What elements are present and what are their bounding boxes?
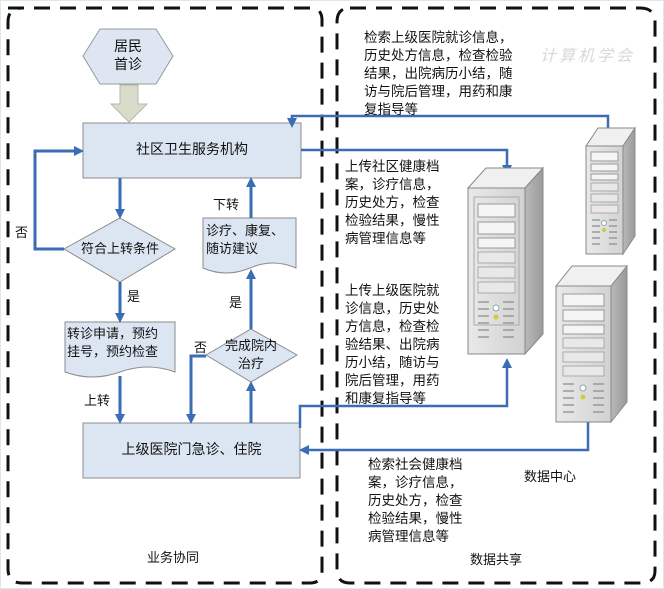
referral-line-2: 挂号，预约检查 <box>67 345 159 360</box>
complete-line-2: 治疗 <box>237 357 264 372</box>
annotation-line: 案，诊疗信息， <box>368 475 463 491</box>
first-visit-line-2: 首诊 <box>114 57 142 73</box>
annotation-line: 访与院后管理，用药和康 <box>364 84 513 100</box>
arrow-retrieve-community <box>299 422 590 455</box>
region-business-border <box>6 6 324 585</box>
referral-request-doc <box>64 321 176 378</box>
annotation-line: 验结果、出院病 <box>345 337 440 353</box>
referral-request-label: 转诊申请，预约 挂号，预约检查 <box>67 326 158 362</box>
edge-label-no-complete: 否 <box>194 341 208 356</box>
arrow-upload-upper <box>298 358 512 428</box>
edge-label-downward: 下转 <box>213 198 240 213</box>
annotation-line: 检验结果，慢性 <box>368 511 463 527</box>
community-center-box <box>82 122 302 179</box>
annotation-line: 诊信息，历史处 <box>345 301 440 317</box>
treatment-advice-label: 诊疗、康复、 随访建议 <box>206 223 284 259</box>
annotation-line: 历史处方信息，检查检验 <box>364 48 513 64</box>
decision-complete-label: 完成院内 治疗 <box>216 338 286 374</box>
edge-label-upward: 上转 <box>84 394 111 409</box>
watermark: 计算机学会 <box>540 46 636 65</box>
arrow-upload-community <box>301 148 512 175</box>
annotation-line: 历史处方，检查 <box>368 493 463 509</box>
arrow-complete-no <box>186 354 206 424</box>
annotation-upload-upper: 上传上级医院就 诊信息，历史处 方信息，检查检 验结果、出院病 历小结，随访与 … <box>345 282 440 408</box>
annotation-upload-community: 上传社区健康档 案，诊疗信息， 历史处方，检查 检验结果，慢性 病管理信息等 <box>345 158 440 248</box>
annotation-line: 检索上级医院就诊信息， <box>364 30 513 46</box>
annotation-retrieve-community: 检索社会健康档 案，诊疗信息， 历史处方，检查 检验结果，慢性 病管理信息等 <box>368 456 463 546</box>
server-middle-icon <box>466 166 545 356</box>
server-bottom-icon <box>554 264 629 424</box>
community-center-label: 社区卫生服务机构 <box>136 142 248 158</box>
annotation-line: 案，诊疗信息， <box>345 177 440 193</box>
annotation-line: 方信息，检查检 <box>345 319 440 335</box>
annotation-line: 病管理信息等 <box>368 529 449 545</box>
edge-label-yes-down: 是 <box>127 290 141 305</box>
annotation-line: 院后管理，用药 <box>345 373 440 389</box>
annotation-line: 上传上级医院就 <box>345 283 440 299</box>
complete-line-1: 完成院内 <box>224 339 277 354</box>
edge-label-yes-up: 是 <box>229 296 243 311</box>
first-visit-line-1: 居民 <box>114 39 142 55</box>
annotation-line: 检验结果，慢性 <box>345 213 440 229</box>
referral-line-1: 转诊申请，预约 <box>67 327 159 342</box>
block-arrow-down <box>109 84 149 123</box>
annotation-line: 和康复指导等 <box>345 391 426 407</box>
decision-upward-label: 符合上转条件 <box>80 242 159 257</box>
advice-line-1: 诊疗、康复、 <box>206 224 285 239</box>
annotation-line: 复指导等 <box>364 102 418 118</box>
annotation-line: 上传社区健康档 <box>345 159 440 175</box>
annotation-line: 病管理信息等 <box>345 231 426 247</box>
arrow-retrieve-upper <box>287 114 610 130</box>
region-title-business: 业务协同 <box>147 551 200 566</box>
region-title-data-sharing: 数据共享 <box>470 553 523 568</box>
annotation-retrieve-upper: 检索上级医院就诊信息， 历史处方信息，检查检验 结果，出院病历小结，随 访与院后… <box>364 29 513 119</box>
first-visit-label: 居民 首诊 <box>100 38 156 74</box>
treatment-advice-doc <box>202 217 297 274</box>
advice-line-2: 随访建议 <box>206 242 259 257</box>
upper-hospital-label: 上级医院门急诊、住院 <box>121 442 262 458</box>
annotation-line: 结果，出院病历小结，随 <box>364 66 513 82</box>
edge-label-no-left: 否 <box>15 226 29 241</box>
data-center-label: 数据中心 <box>524 470 577 485</box>
arrow-no-back <box>33 146 84 251</box>
annotation-line: 检索社会健康档 <box>368 457 463 473</box>
annotation-line: 历史处方，检查 <box>345 195 440 211</box>
server-top-right-icon <box>585 126 636 256</box>
region-data-sharing-border <box>335 6 657 585</box>
first-visit-hexagon <box>82 28 174 85</box>
annotation-line: 历小结，随访与 <box>345 355 440 371</box>
